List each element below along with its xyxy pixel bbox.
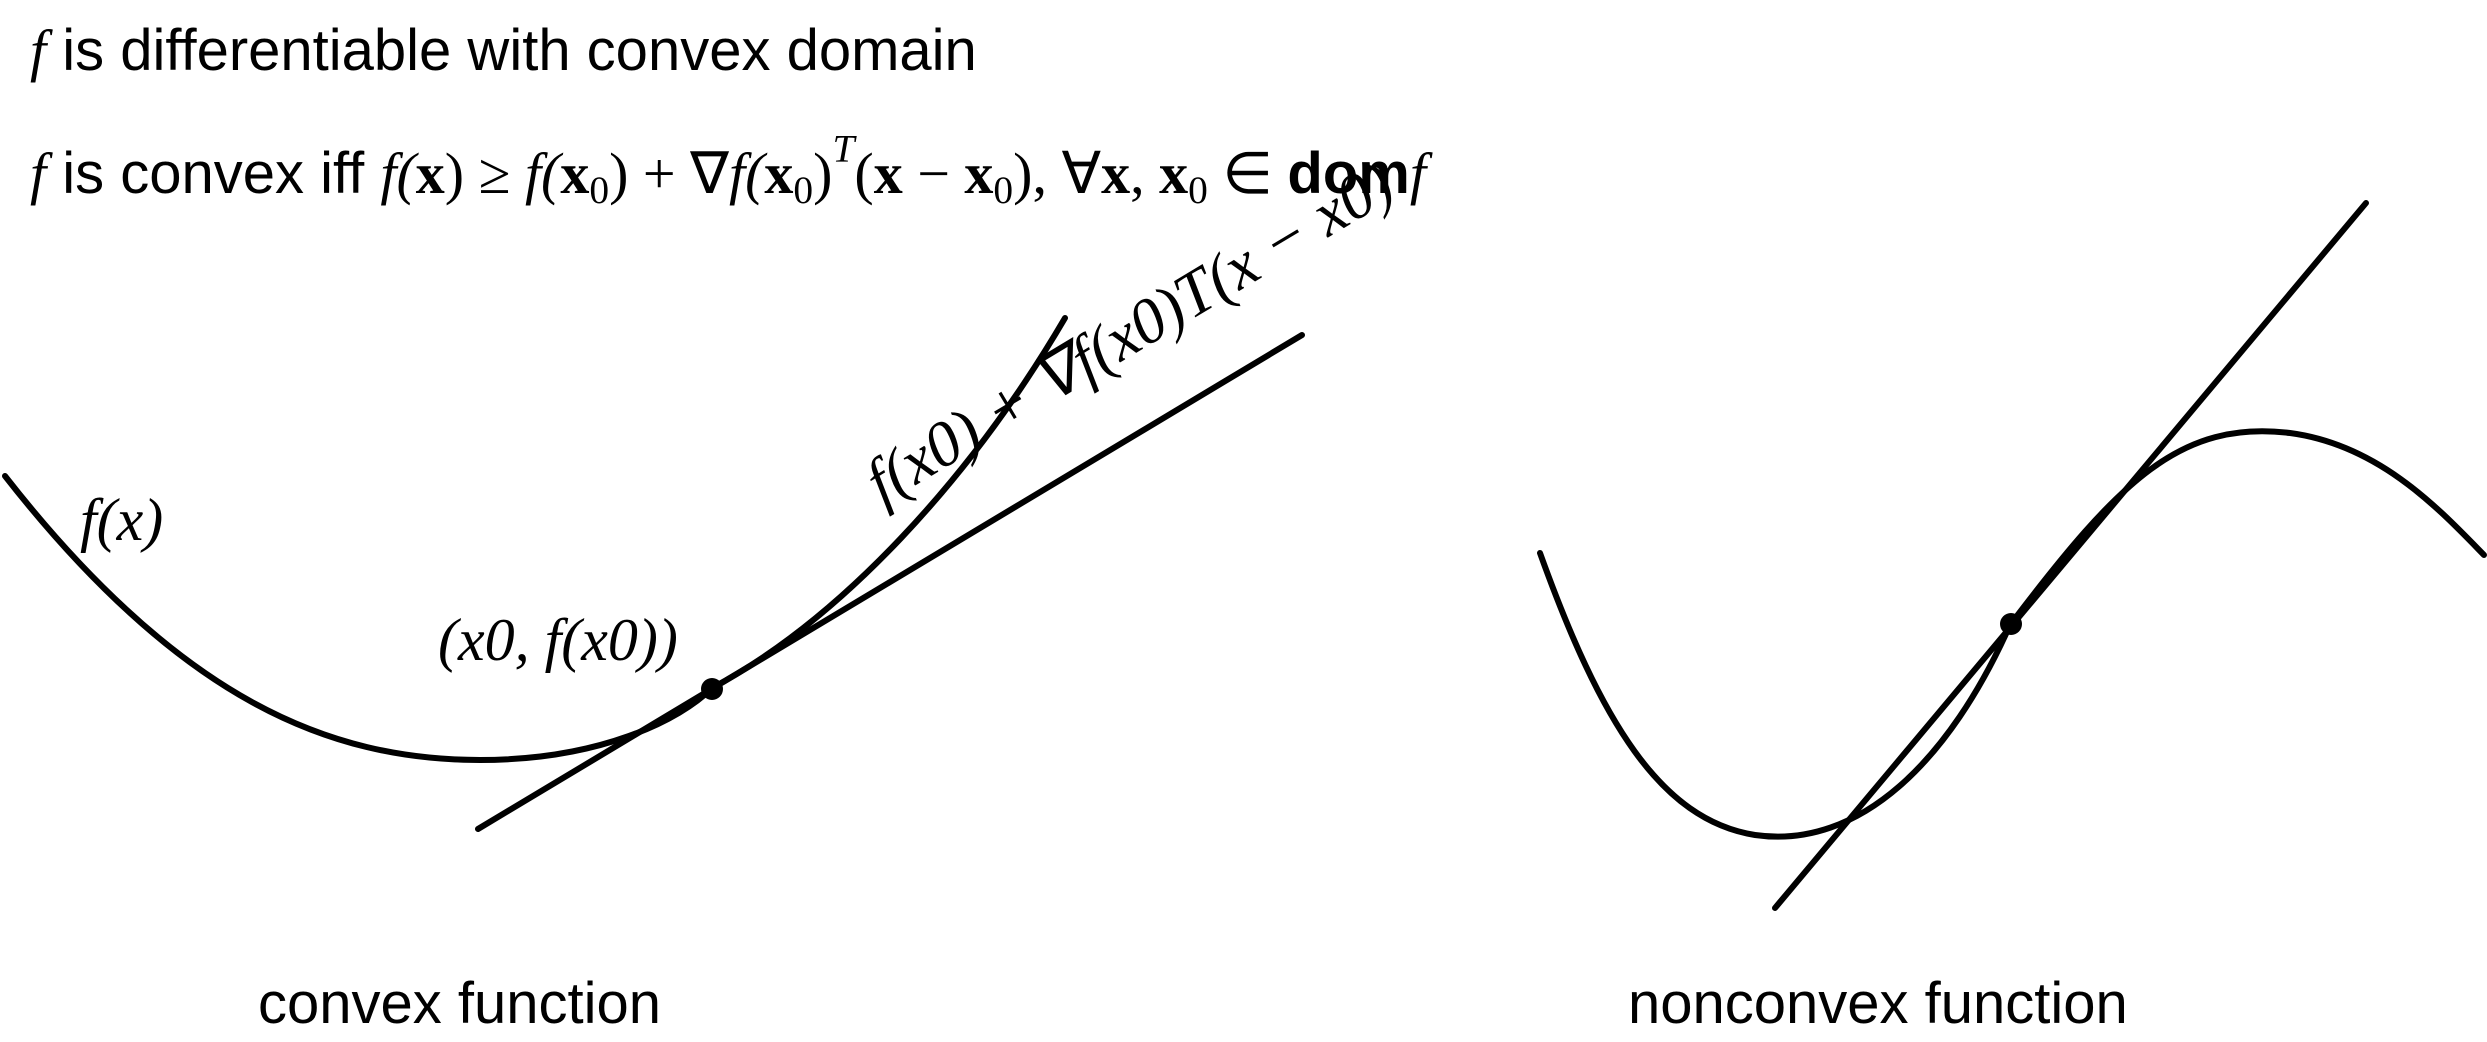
f-symbol-2: f — [30, 141, 47, 206]
dom-f: f — [1409, 141, 1426, 206]
convexity-inequality: f(x) ≥ f(x0) + ∇f(x0)T(x − x0), ∀x, x0 ∈ — [380, 129, 1287, 210]
point-label: (x0, f(x0)) — [438, 610, 678, 670]
rhs-x0: x — [560, 141, 590, 206]
convex-curve — [2, 315, 1068, 764]
lhs-f: f( — [380, 141, 416, 206]
comma: , — [1130, 141, 1160, 206]
forall-x: x — [1101, 141, 1131, 206]
nabla-symbol: ∇ — [690, 141, 729, 206]
curve-label-fx: f(x) — [80, 490, 163, 550]
convex-tangent-point — [701, 678, 723, 700]
lhs-x: x — [415, 141, 445, 206]
transpose-T: T — [832, 126, 855, 171]
forall-symbol: ∀ — [1061, 141, 1102, 206]
rhs-sub0: 0 — [589, 167, 610, 212]
diff-x0: x — [964, 141, 994, 206]
header-line-2-text: is convex iff — [62, 141, 365, 206]
convex-caption: convex function — [258, 971, 662, 1036]
plus-symbol: + — [642, 141, 676, 206]
nonconvex-tangent-line — [1772, 200, 2369, 911]
header-line-1-text: is differentiable with convex domain — [62, 18, 977, 83]
ge-symbol: ≥ — [478, 141, 511, 206]
point-label-text: (x0, f(x0)) — [438, 607, 678, 673]
convex-tangent-line — [475, 332, 1305, 832]
lhs-close: ) — [444, 141, 465, 206]
diff-sub0: 0 — [993, 167, 1014, 212]
nonconvex-caption: nonconvex function — [1628, 971, 2128, 1036]
rhs-close: ) — [609, 141, 629, 206]
grad-f: f( — [728, 141, 765, 206]
in-symbol: ∈ — [1222, 141, 1273, 206]
f-symbol: f — [30, 18, 47, 83]
rhs-f: f( — [524, 141, 561, 206]
forall-x0: x — [1159, 141, 1189, 206]
nonconvex-tangent-point — [2000, 613, 2022, 635]
nonconvex-curve — [1537, 428, 2487, 840]
paren-open: ( — [854, 141, 874, 206]
grad-close: ) — [813, 141, 833, 206]
forall-sub0: 0 — [1188, 167, 1208, 212]
minus-symbol: − — [902, 141, 965, 206]
curve-label-text: f(x) — [80, 487, 164, 553]
dom-word: dom — [1287, 141, 1410, 206]
grad-x0: x — [764, 141, 794, 206]
diff-x: x — [873, 141, 903, 206]
header-line-1: f is differentiable with convex domain — [30, 22, 977, 80]
header-line-2: f is convex iff f(x) ≥ f(x0) + ∇f(x0)T(x… — [30, 129, 1426, 210]
paren-close: ), — [1013, 141, 1047, 206]
grad-sub0: 0 — [793, 167, 814, 212]
